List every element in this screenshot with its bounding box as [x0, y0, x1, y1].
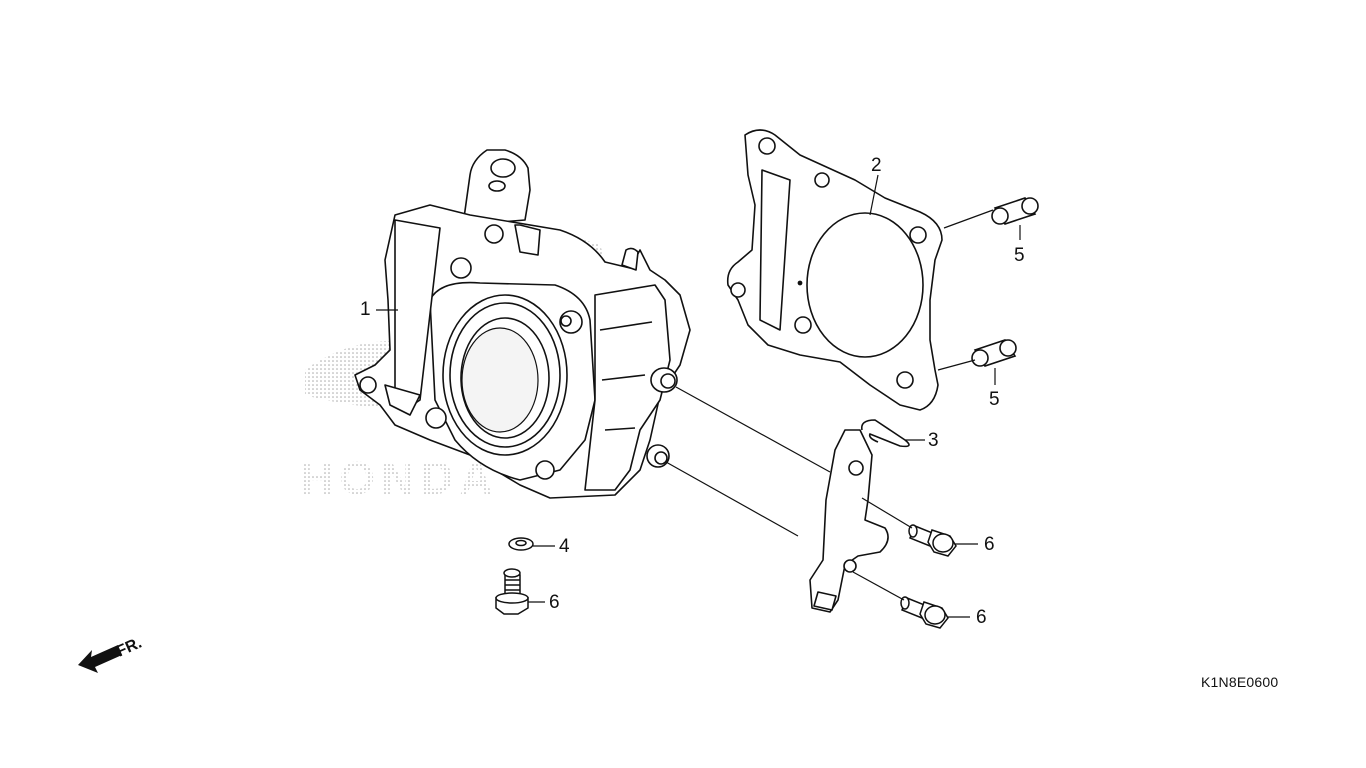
flange-bolt-upper-right — [908, 524, 957, 557]
front-direction-arrow-icon — [78, 645, 122, 673]
callout-1[interactable]: 1 — [360, 299, 371, 320]
callout-6-upper-right[interactable]: 6 — [984, 534, 995, 555]
callout-5-lower[interactable]: 5 — [989, 389, 1000, 410]
watermark-text: HONDA — [300, 452, 499, 504]
diagram-code: K1N8E0600 — [1201, 674, 1279, 690]
cylinder-part — [354, 149, 691, 499]
callout-4[interactable]: 4 — [559, 536, 570, 557]
callout-6-lower-right[interactable]: 6 — [976, 607, 987, 628]
bracket-part — [809, 429, 889, 613]
dowel-pin-lower — [971, 339, 1017, 367]
callout-5-upper[interactable]: 5 — [1014, 245, 1025, 266]
callout-2[interactable]: 2 — [871, 155, 882, 176]
callout-3[interactable]: 3 — [928, 430, 939, 451]
leader-lines — [376, 174, 1021, 618]
washer-part — [508, 537, 534, 551]
flange-bolt-lower-right — [900, 596, 949, 629]
callout-6-left[interactable]: 6 — [549, 592, 560, 613]
hose-clip-part — [860, 419, 910, 448]
flange-bolt-left — [495, 568, 529, 615]
cylinder-gasket-part — [726, 129, 943, 411]
dowel-pin-upper — [991, 197, 1039, 225]
